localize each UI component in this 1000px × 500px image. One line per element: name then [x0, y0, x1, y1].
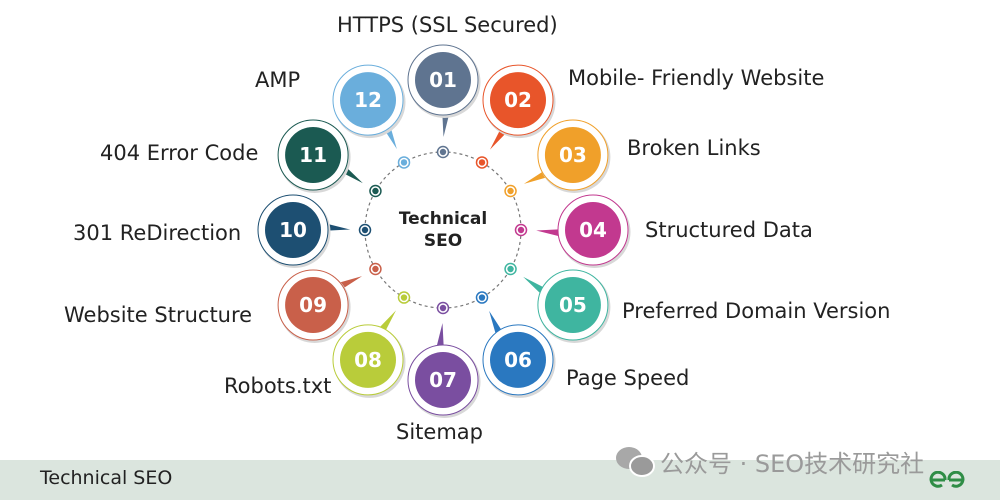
bubble-fill-12	[340, 72, 396, 129]
bubble-fill-11	[285, 127, 342, 183]
center-title: Technical SEO	[383, 208, 503, 252]
bubble-08: 08	[332, 291, 411, 398]
bubble-fill-06	[490, 331, 546, 388]
bubble-fill-02	[490, 72, 546, 129]
label-11: 404 Error Code	[100, 141, 259, 165]
footer-bar	[0, 460, 1000, 500]
connector-dot-fill-02	[478, 159, 486, 166]
watermark-text: 公众号 · SEO技术研究社	[660, 450, 925, 478]
bubble-fill-10	[265, 202, 321, 258]
connector-dot-fill-03	[507, 187, 514, 195]
bubble-number-08: 08	[354, 348, 382, 372]
label-12: AMP	[255, 68, 301, 92]
connector-dot-fill-09	[372, 265, 379, 273]
connector-dot-fill-07	[439, 304, 447, 312]
bubble-12: 12	[332, 64, 411, 169]
bubble-04: 04	[514, 194, 631, 268]
bubble-05: 05	[504, 262, 611, 343]
bubble-fill-01	[415, 52, 471, 108]
connector-dot-fill-12	[400, 159, 408, 166]
connector-dot-fill-08	[400, 294, 408, 301]
bubble-number-05: 05	[559, 293, 587, 317]
bubble-number-02: 02	[504, 88, 532, 112]
label-04: Structured Data	[645, 218, 813, 242]
connector-dot-fill-10	[361, 226, 369, 234]
connector-dot-fill-04	[517, 226, 525, 234]
bubble-06: 06	[475, 291, 556, 398]
label-03: Broken Links	[627, 136, 761, 160]
connector-dot-fill-01	[439, 148, 447, 156]
bubble-number-06: 06	[504, 348, 532, 372]
connector-dot-fill-06	[478, 294, 486, 301]
bubble-01: 01	[407, 44, 481, 159]
label-02: Mobile- Friendly Website	[568, 66, 825, 90]
bubble-number-12: 12	[354, 88, 382, 112]
bubble-fill-09	[285, 277, 342, 333]
bubble-02: 02	[475, 64, 556, 169]
bubble-number-04: 04	[579, 218, 607, 242]
bubble-fill-03	[544, 127, 601, 183]
bubble-number-07: 07	[429, 368, 457, 392]
bubble-number-09: 09	[299, 293, 327, 317]
label-10: 301 ReDirection	[73, 221, 242, 245]
label-01: HTTPS (SSL Secured)	[337, 13, 558, 37]
label-07: Sitemap	[396, 420, 483, 444]
bubble-11: 11	[277, 119, 382, 198]
wechat-icon	[616, 447, 655, 477]
bubble-07: 07	[407, 301, 481, 418]
footer-title: Technical SEO	[40, 467, 173, 489]
gfg-logo-icon	[929, 471, 965, 488]
connector-dot-fill-05	[507, 265, 514, 273]
bubble-number-01: 01	[429, 68, 457, 92]
center-title-line1: Technical	[398, 209, 488, 229]
bubble-fill-05	[544, 277, 601, 333]
bubble-03: 03	[504, 119, 611, 198]
label-09: Website Structure	[64, 303, 253, 327]
bubble-10: 10	[257, 194, 372, 268]
label-06: Page Speed	[566, 366, 690, 390]
bubble-fill-04	[565, 202, 621, 258]
connector-dot-fill-11	[372, 187, 379, 195]
bubble-fill-08	[340, 331, 396, 388]
bubble-number-03: 03	[559, 143, 587, 167]
bubble-number-11: 11	[299, 143, 327, 167]
center-title-line2: SEO	[423, 231, 463, 251]
bubble-fill-07	[415, 352, 471, 408]
bubble-number-10: 10	[279, 218, 307, 242]
label-08: Robots.txt	[224, 374, 332, 398]
bubble-09: 09	[277, 262, 382, 343]
label-05: Preferred Domain Version	[622, 299, 891, 323]
